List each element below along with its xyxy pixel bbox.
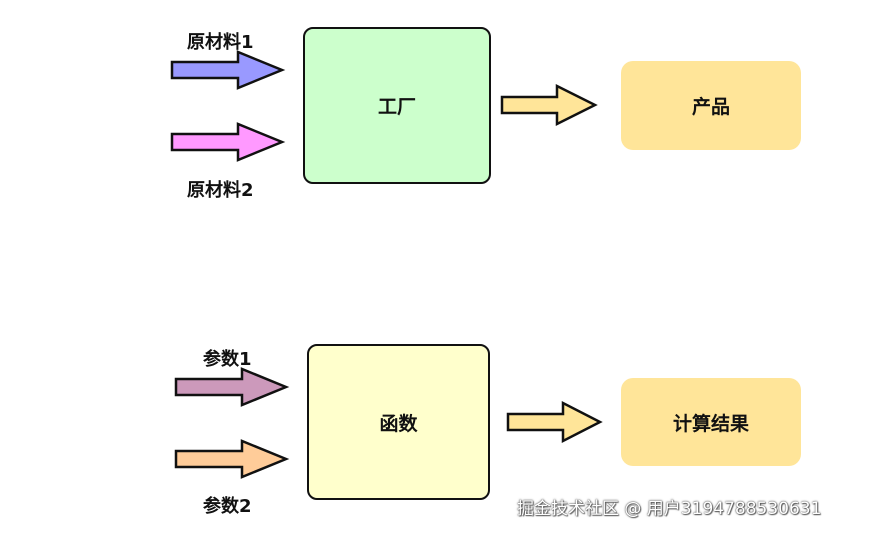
arrow-bottom-input2	[174, 439, 290, 479]
top-process-box: 工厂	[303, 27, 491, 184]
bottom-output-label: 计算结果	[672, 412, 749, 435]
top-input1-label: 原材料1	[187, 32, 254, 53]
top-output-box: 产品	[621, 61, 801, 150]
bottom-process-box: 函数	[307, 344, 490, 500]
bottom-process-label: 函数	[379, 412, 418, 435]
bottom-output-box: 计算结果	[621, 378, 801, 466]
arrow-bottom-output	[506, 400, 603, 444]
top-input2-label: 原材料2	[187, 180, 254, 201]
top-process-label: 工厂	[377, 96, 416, 118]
bottom-input2-label: 参数2	[203, 496, 252, 517]
arrow-top-output	[500, 83, 598, 127]
bottom-input1-label: 参数1	[203, 349, 252, 370]
arrow-top-input2	[170, 122, 286, 162]
arrow-top-input1	[170, 50, 286, 90]
watermark: 掘金技术社区 @ 用户3194788530631	[517, 499, 822, 519]
arrow-bottom-input1	[174, 367, 290, 407]
top-output-label: 产品	[691, 96, 730, 118]
